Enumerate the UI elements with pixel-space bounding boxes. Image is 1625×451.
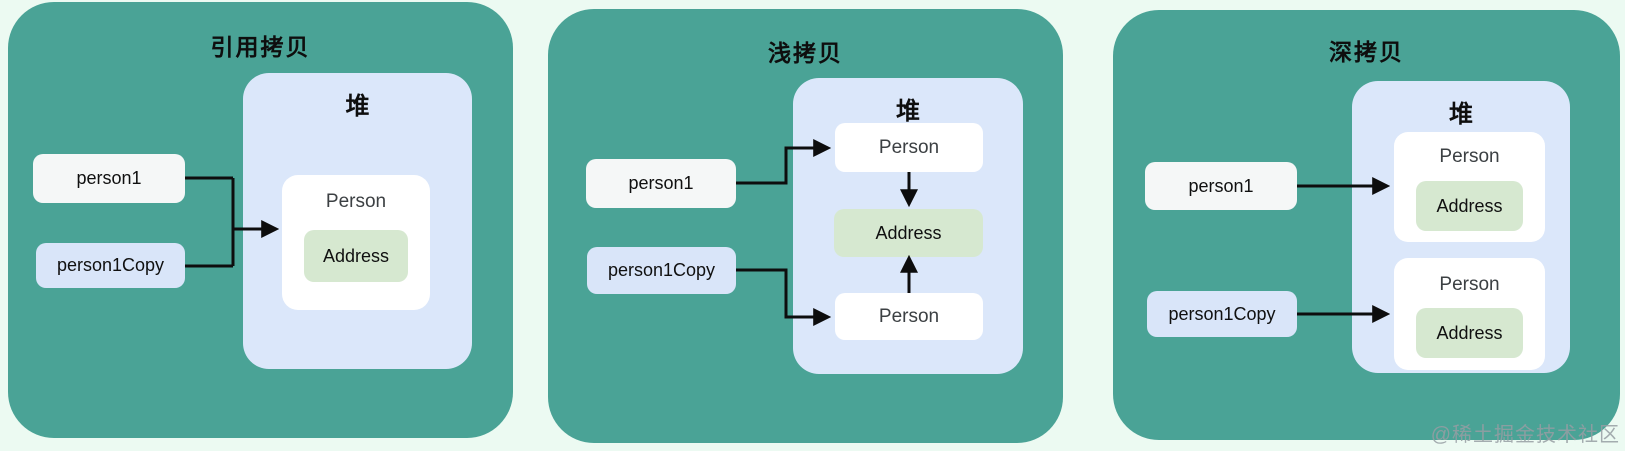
person-object-top: Person	[835, 123, 983, 172]
panel-deep-copy: 深拷贝 person1 person1Copy 堆 Person Address…	[1113, 10, 1620, 440]
address-object-label: Address	[1436, 195, 1503, 216]
heap-container: 堆 Person Address Person	[793, 78, 1023, 374]
heap-container: 堆 Person Address	[243, 73, 472, 369]
address-object: Address	[304, 230, 408, 282]
panel-shallow-copy: 浅拷贝 person1 person1Copy 堆 Person Address…	[548, 9, 1063, 443]
variable-box-person1: person1	[1145, 162, 1297, 210]
panel-reference-copy: 引用拷贝 person1 person1Copy 堆 Person Addres…	[8, 2, 513, 438]
variable-box-person1copy: person1Copy	[587, 247, 736, 294]
address-object-label: Address	[1436, 322, 1503, 343]
heap-container: 堆 Person Address Person Address	[1352, 81, 1570, 373]
variable-label-person1: person1	[76, 168, 142, 188]
heap-label: 堆	[896, 98, 920, 125]
person-object-bottom: Person	[835, 293, 983, 340]
variable-label-person1: person1	[1188, 175, 1254, 196]
person-object-label: Person	[325, 191, 387, 212]
person-object: Person Address	[282, 175, 430, 310]
address-object-label: Address	[875, 222, 942, 243]
address-object: Address	[1416, 308, 1523, 358]
panel-title-deep-copy: 深拷贝	[1329, 39, 1404, 65]
variable-box-person1: person1	[586, 159, 736, 208]
panel-title-reference-copy: 引用拷贝	[210, 34, 311, 60]
variable-box-person1: person1	[33, 154, 185, 203]
shared-address-object: Address	[834, 209, 983, 257]
person-object-top: Person Address	[1394, 132, 1545, 242]
variable-box-person1copy: person1Copy	[36, 243, 185, 288]
variable-box-person1copy: person1Copy	[1147, 291, 1297, 337]
person-object-label: Person	[878, 136, 940, 158]
heap-label: 堆	[345, 93, 370, 120]
panel-title-shallow-copy: 浅拷贝	[768, 40, 843, 66]
person-object-label: Person	[878, 305, 940, 327]
variable-label-person1: person1	[628, 173, 694, 193]
variable-label-person1copy: person1Copy	[56, 255, 165, 275]
person-object-bottom: Person Address	[1394, 258, 1545, 370]
person-object-label: Person	[1439, 274, 1500, 295]
heap-label: 堆	[1449, 101, 1473, 128]
variable-label-person1copy: person1Copy	[1168, 303, 1276, 324]
address-object-label: Address	[322, 245, 390, 266]
person-object-label: Person	[1439, 146, 1500, 167]
watermark: @稀土掘金技术社区	[1430, 424, 1620, 446]
address-object: Address	[1416, 181, 1523, 231]
variable-label-person1copy: person1Copy	[607, 260, 716, 280]
